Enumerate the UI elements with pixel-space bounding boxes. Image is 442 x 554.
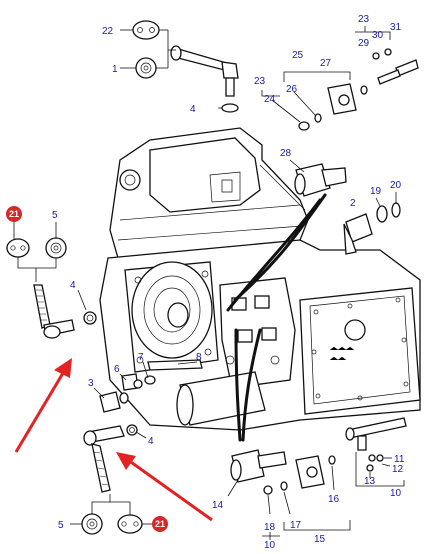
callout-6: 6 [114, 364, 120, 375]
oval-seal-icon [6, 238, 30, 258]
callout-10-right: 10 [390, 488, 402, 499]
callout-7: 7 [138, 352, 144, 363]
callout-4-left: 4 [70, 280, 76, 291]
badge-label: 21 [9, 209, 19, 219]
sensor-28 [294, 163, 347, 197]
callout-5-left: 5 [52, 210, 58, 221]
circle-seal-icon [45, 237, 67, 259]
callout-5-bottom: 5 [58, 520, 64, 531]
callout-30: 30 [372, 30, 384, 41]
callout-12: 12 [392, 464, 404, 475]
top-rod-assembly [170, 45, 239, 113]
left-hose [33, 284, 97, 339]
plug-assembly [343, 202, 401, 255]
callout-4-bottom: 4 [148, 436, 154, 447]
red-arrow-icon [14, 358, 72, 453]
callout-15: 15 [314, 534, 326, 545]
wiring-harness [226, 193, 327, 442]
circle-seal-icon [81, 513, 103, 535]
callout-23-top: 23 [358, 14, 370, 25]
callout-2: 2 [350, 198, 356, 209]
callout-27: 27 [320, 58, 332, 69]
callout-20: 20 [390, 180, 402, 191]
callout-1: 1 [112, 64, 118, 75]
top-right-valve [298, 48, 419, 131]
callout-8: 8 [196, 352, 202, 363]
oval-seal-icon [132, 20, 160, 40]
oval-seal-icon [117, 514, 143, 534]
part-badge-21-left: 21 [6, 206, 22, 222]
callout-18: 18 [264, 522, 276, 533]
callout-3: 3 [88, 378, 94, 389]
callout-25: 25 [292, 50, 304, 61]
circle-seal-icon [135, 57, 157, 79]
callout-22: 22 [102, 26, 114, 37]
part-badge-21-bottom: 21 [152, 516, 168, 532]
lower-hose [83, 425, 125, 493]
callout-labels: 22 1 4 23 31 30 29 25 27 23 26 24 28 19 … [52, 14, 405, 551]
callout-26: 26 [286, 84, 298, 95]
callout-13: 13 [364, 476, 376, 487]
callout-28: 28 [280, 148, 292, 159]
lower-left-parts [99, 359, 203, 436]
callout-24: 24 [264, 94, 276, 105]
callout-19: 19 [370, 186, 382, 197]
callout-4-top: 4 [190, 104, 196, 115]
callout-16: 16 [328, 494, 340, 505]
callout-14: 14 [212, 500, 224, 511]
callout-11: 11 [394, 454, 405, 465]
callout-17: 17 [290, 520, 302, 531]
red-arrow-icon [116, 452, 213, 522]
gearbox-housing [99, 127, 421, 431]
callout-10-bottom: 10 [264, 540, 276, 551]
badge-label: 21 [155, 519, 165, 529]
right-valve [345, 417, 407, 472]
bottom-sensors [230, 449, 336, 495]
callout-23-mid: 23 [254, 76, 266, 87]
callout-29: 29 [358, 38, 370, 49]
callout-31: 31 [390, 22, 402, 33]
